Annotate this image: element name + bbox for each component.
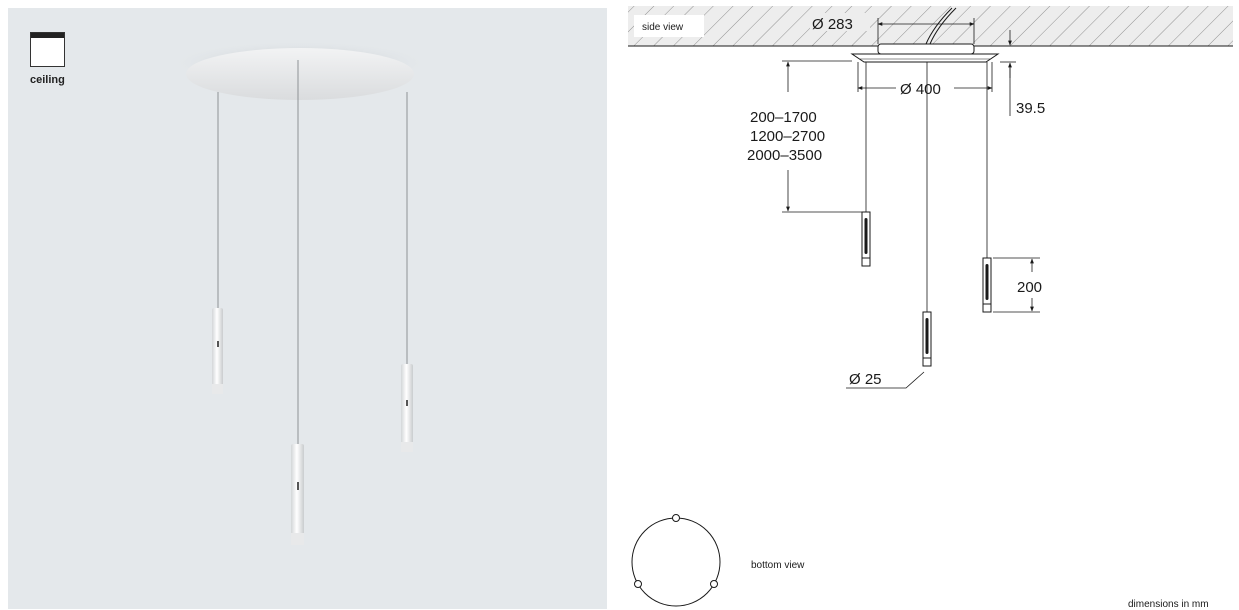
cable-length-dimension: 200–1700 1200–2700 2000–3500 <box>747 60 862 213</box>
technical-drawing: side view Ø 283 Ø 400 39.5 200–1 <box>628 6 1233 607</box>
ceiling-label: ceiling <box>30 74 65 86</box>
bottom-view-diagram <box>631 514 721 607</box>
side-view-label: side view <box>642 22 684 33</box>
canopy-diameter-dimension: Ø 283 <box>810 13 975 44</box>
canopy-diameter-label: Ø 283 <box>812 16 853 33</box>
spot-diameter-dimension: Ø 25 <box>846 371 925 389</box>
plate-diameter-label: Ø 400 <box>900 81 941 98</box>
ceiling-mount-icon <box>30 32 65 67</box>
spot-left <box>212 308 223 394</box>
drawing-spot-center <box>922 311 932 367</box>
spot-length-dimension: 200 <box>993 257 1042 313</box>
bottom-view-label: bottom view <box>751 560 805 571</box>
cable-length-2: 1200–2700 <box>750 128 825 145</box>
pendant-rendering <box>170 41 430 545</box>
ceiling-band <box>628 6 1233 47</box>
drawing-spot-right <box>982 257 992 313</box>
plate-diameter-dimension: Ø 400 <box>857 62 993 98</box>
cable-length-3: 2000–3500 <box>747 147 822 164</box>
cable-length-1: 200–1700 <box>750 109 817 126</box>
height-dimension: 39.5 <box>1000 30 1045 117</box>
height-label: 39.5 <box>1016 100 1045 117</box>
ceiling-plate <box>186 48 414 100</box>
spot-length-label: 200 <box>1017 279 1042 296</box>
spot-center <box>291 444 304 545</box>
drawing-spot-left <box>861 211 871 267</box>
spot-diameter-label: Ø 25 <box>849 371 882 388</box>
units-label: dimensions in mm <box>1128 599 1209 610</box>
product-photo: ceiling <box>8 8 607 609</box>
side-view-label-box <box>634 15 704 37</box>
spot-right <box>401 364 413 452</box>
